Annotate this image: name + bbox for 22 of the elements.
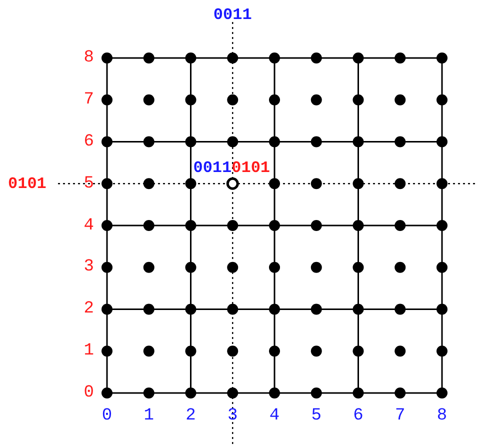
axis-tick-label: 0 [84, 384, 94, 402]
axis-tick-label: 5 [84, 175, 94, 192]
bit-string-label: 0011 [193, 160, 232, 176]
bit-string-label: 0101 [8, 176, 46, 192]
axis-tick-label: 6 [84, 133, 94, 150]
axis-tick-label: 7 [84, 91, 94, 108]
bit-string-label: 0101 [232, 160, 270, 176]
bit-string-label: 0011 [213, 7, 252, 23]
axis-tick-label: 3 [228, 408, 238, 424]
axis-tick-label: 2 [186, 408, 196, 424]
axis-tick-label: 0 [102, 408, 112, 424]
axis-tick-label: 2 [84, 300, 94, 318]
axis-tick-label: 8 [436, 408, 448, 424]
axis-tick-label: 4 [269, 408, 280, 424]
axis-tick-label: 1 [84, 342, 94, 360]
axis-tick-label: 8 [84, 50, 94, 66]
axis-tick-label: 4 [84, 217, 94, 234]
axis-tick-label: 1 [144, 408, 154, 424]
axis-tick-label: 5 [311, 408, 322, 424]
axis-tick-label: 3 [84, 258, 94, 276]
axis-tick-label: 7 [395, 408, 406, 424]
axis-tick-label: 6 [353, 408, 364, 424]
